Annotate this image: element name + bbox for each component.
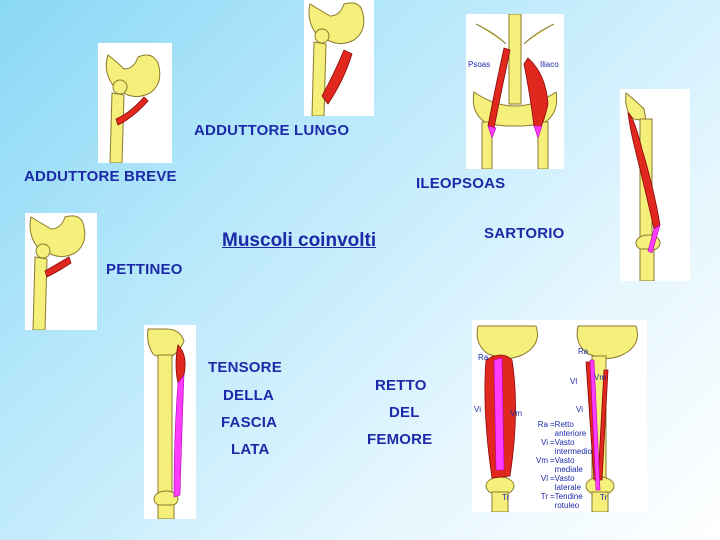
label-tensore-line3: FASCIA <box>221 414 278 431</box>
legend-text: Vasto laterale <box>554 474 581 492</box>
slide-title: Muscoli coinvolti <box>222 230 377 251</box>
muscle-legend: Ra=Retto anteriore Vi=Vasto intermedio V… <box>528 420 597 510</box>
label-tensore-line4: LATA <box>231 441 270 458</box>
psoas-label: Psoas <box>468 60 490 69</box>
label-tensore-line1: TENSORE <box>208 359 282 376</box>
iliaco-label: Iliaco <box>540 60 559 69</box>
label-retto-line3: FEMORE <box>367 431 433 448</box>
image-adduttore-lungo <box>304 0 374 116</box>
image-adduttore-breve <box>98 43 172 163</box>
image-pettineo <box>25 213 97 330</box>
tr-label-1: Tr <box>502 493 510 502</box>
vi-label-1: Vi <box>474 405 481 414</box>
ra-label-1: Ra <box>478 353 489 362</box>
legend-text: Tendine rotuleo <box>554 492 583 510</box>
vm-label-1: Vm <box>510 409 522 418</box>
image-retto-femore: Ra Vi Vm Tr Ra Vl Vm Vi Tr <box>472 320 647 512</box>
legend-abbr: Ra <box>537 420 548 429</box>
tr-label-2: Tr <box>600 493 608 502</box>
legend-abbr: Tr <box>540 492 548 501</box>
legend-text: Vasto intermedio <box>554 438 593 456</box>
ra-label-2: Ra <box>578 347 589 356</box>
label-adduttore-breve: ADDUTTORE BREVE <box>24 168 177 185</box>
image-ileopsoas: Psoas Iliaco <box>466 14 564 169</box>
vm-label-2: Vm <box>594 373 606 382</box>
legend-text: Vasto mediale <box>554 456 583 474</box>
legend-abbr: Vm <box>536 456 548 465</box>
label-ileopsoas: ILEOPSOAS <box>416 175 506 192</box>
label-adduttore-lungo: ADDUTTORE LUNGO <box>194 122 350 139</box>
legend-text: Retto anteriore <box>554 420 587 438</box>
label-pettineo: PETTINEO <box>106 261 183 278</box>
vl-label-2: Vl <box>570 377 577 386</box>
legend-row: Ra=Retto anteriore <box>528 420 597 438</box>
legend-row: Vi=Vasto intermedio <box>528 438 597 456</box>
legend-row: Vl=Vasto laterale <box>528 474 597 492</box>
label-retto-line2: DEL <box>389 404 420 421</box>
legend-row: Vm=Vasto mediale <box>528 456 597 474</box>
legend-row: Tr=Tendine rotuleo <box>528 492 597 510</box>
label-sartorio: SARTORIO <box>484 225 565 242</box>
image-tensore-fascia-lata <box>144 325 196 519</box>
label-retto-line1: RETTO <box>375 377 427 394</box>
legend-abbr: Vi <box>541 438 548 447</box>
label-tensore-line2: DELLA <box>223 387 274 404</box>
vi-label-2: Vi <box>576 405 583 414</box>
legend-abbr: Vl <box>540 474 548 483</box>
image-sartorio <box>620 89 690 281</box>
